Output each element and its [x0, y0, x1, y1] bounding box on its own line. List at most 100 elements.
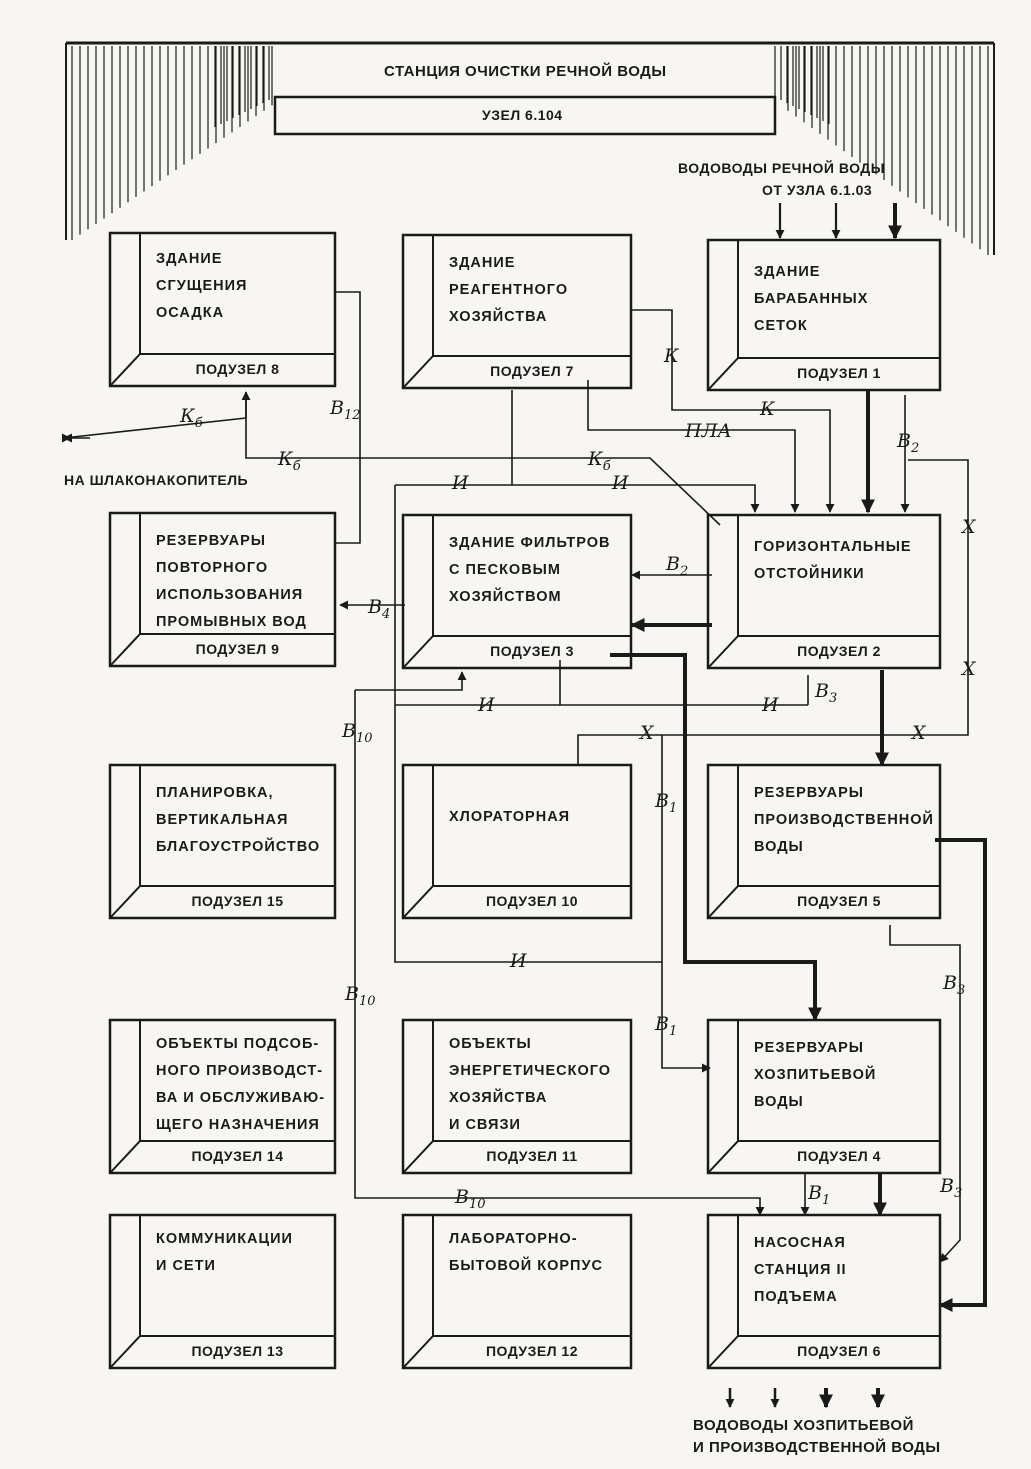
- box-b9-line: РЕЗЕРВУАРЫ: [156, 533, 266, 549]
- header-title: СТАНЦИЯ ОЧИСТКИ РЕЧНОЙ ВОДЫ: [384, 63, 667, 80]
- pipe-label-kb-1: Кб: [180, 405, 203, 431]
- pipe-label-i-1: И: [452, 472, 469, 494]
- pipe-label-i-4: И: [762, 694, 779, 716]
- box-front: [706, 238, 942, 392]
- box-b1: [706, 238, 942, 392]
- pipe-label-b10-2: В10: [345, 983, 376, 1009]
- box-b14-subnode: ПОДУЗЕЛ 14: [191, 1148, 284, 1164]
- header-node: УЗЕЛ 6.104: [482, 107, 563, 123]
- box-b5-subnode: ПОДУЗЕЛ 5: [797, 893, 881, 909]
- pipe-label-b2-mid: В2: [666, 553, 689, 579]
- pipe-label-x-1: Х: [962, 516, 976, 538]
- pipe-label-b1-1: В1: [655, 790, 678, 816]
- box-b15-subnode: ПОДУЗЕЛ 15: [191, 893, 284, 909]
- box-b15-line: БЛАГОУСТРОЙСТВО: [156, 839, 321, 855]
- box-b8-line: СГУЩЕНИЯ: [156, 278, 248, 294]
- box-b13-line: И СЕТИ: [156, 1258, 216, 1274]
- box-b10: [401, 763, 633, 920]
- pipes-thin: [61, 203, 969, 1408]
- box-b14: [108, 1018, 337, 1175]
- box-b14-line: НОГО ПРОИЗВОДСТ-: [156, 1063, 324, 1079]
- box-front: [401, 513, 633, 670]
- pipe-label-b1-2: В1: [655, 1013, 678, 1039]
- box-b6-line: НАСОСНАЯ: [754, 1235, 846, 1251]
- box-b11: [401, 1018, 633, 1175]
- pipe-label-i-3: И: [478, 694, 495, 716]
- box-b4-line: ВОДЫ: [754, 1094, 804, 1110]
- box-front: [108, 231, 337, 388]
- box-b7-subnode: ПОДУЗЕЛ 7: [490, 363, 574, 379]
- box-b8-line: ЗДАНИЕ: [156, 251, 223, 267]
- box-front: [401, 763, 633, 920]
- pipe-label-b10-1: В10: [342, 720, 373, 746]
- box-front: [108, 1213, 337, 1370]
- pipe-label-x-4: Х: [912, 722, 926, 744]
- box-b11-line: И СВЯЗИ: [449, 1117, 521, 1133]
- box-b5-line: ПРОИЗВОДСТВЕННОЙ: [754, 812, 934, 828]
- outflow-bottom-line1: ВОДОВОДЫ ХОЗПИТЬЕВОЙ: [693, 1417, 914, 1434]
- box-b4-line: РЕЗЕРВУАРЫ: [754, 1040, 864, 1056]
- pipe-label-kb-3: Кб: [588, 448, 611, 474]
- box-b7-line: ХОЗЯЙСТВА: [449, 309, 548, 325]
- boxes-layer: [108, 231, 942, 1370]
- box-b12-line: БЫТОВОЙ КОРПУС: [449, 1258, 603, 1274]
- header-frame: [65, 41, 995, 255]
- box-front: [401, 1018, 633, 1175]
- box-b14-line: ОБЪЕКТЫ ПОДСОБ-: [156, 1036, 320, 1052]
- box-b8: [108, 231, 337, 388]
- box-b3-line: С ПЕСКОВЫМ: [449, 562, 561, 578]
- box-front: [706, 1213, 942, 1370]
- pipe-label-b12: В12: [330, 397, 361, 423]
- box-b7-line: ЗДАНИЕ: [449, 255, 516, 271]
- box-b1-subnode: ПОДУЗЕЛ 1: [797, 365, 881, 381]
- box-b6-subnode: ПОДУЗЕЛ 6: [797, 1343, 881, 1359]
- pipe-label-i-5: И: [510, 950, 527, 972]
- box-b12-subnode: ПОДУЗЕЛ 12: [485, 1343, 578, 1359]
- box-b4: [706, 1018, 942, 1175]
- pipe-label-b3-mid: В3: [943, 972, 966, 998]
- box-b2-line: ГОРИЗОНТАЛЬНЫЕ: [754, 539, 912, 555]
- pipe-label-b4: В4: [368, 596, 391, 622]
- outflow-bottom-line2: И ПРОИЗВОДСТВЕННОЙ ВОДЫ: [693, 1439, 941, 1456]
- box-b6-line: СТАНЦИЯ II: [754, 1262, 847, 1278]
- pipe-label-kb-2: Кб: [278, 448, 301, 474]
- box-b1-line: СЕТОК: [754, 318, 808, 334]
- box-b6-line: ПОДЪЕМА: [754, 1289, 838, 1305]
- box-b9-line: ПОВТОРНОГО: [156, 560, 269, 576]
- box-b11-line: ОБЪЕКТЫ: [449, 1036, 532, 1052]
- box-front: [401, 1213, 633, 1370]
- box-b11-subnode: ПОДУЗЕЛ 11: [486, 1148, 578, 1164]
- pipe-label-pla: ПЛА: [685, 420, 732, 442]
- box-b9-line: ИСПОЛЬЗОВАНИЯ: [156, 587, 304, 603]
- box-b6: [706, 1213, 942, 1370]
- box-b7: [401, 233, 633, 390]
- box-b13: [108, 1213, 337, 1370]
- box-front: [108, 763, 337, 920]
- pipe-label-k-1: К: [664, 345, 679, 367]
- pipe-label-b3-top: В3: [815, 680, 838, 706]
- box-b9-subnode: ПОДУЗЕЛ 9: [195, 641, 280, 657]
- box-front: [108, 511, 337, 668]
- pipe-label-i-2: И: [612, 472, 629, 494]
- box-b8-line: ОСАДКА: [156, 305, 225, 321]
- box-b1-line: БАРАБАННЫХ: [754, 291, 869, 307]
- box-b4-line: ХОЗПИТЬЕВОЙ: [754, 1067, 877, 1083]
- pipe-label-x-3: Х: [640, 722, 654, 744]
- box-b9-line: ПРОМЫВНЫХ ВОД: [156, 614, 307, 630]
- pipe-label-k-2: К: [760, 398, 775, 420]
- box-front: [401, 233, 633, 390]
- pipes-bold: [610, 390, 987, 1409]
- pipe-label-b2-right: В2: [897, 430, 920, 456]
- outflow-left-label: НА ШЛАКОНАКОПИТЕЛЬ: [64, 472, 249, 488]
- box-front: [706, 1018, 942, 1175]
- inflow-label-line2: ОТ УЗЛА 6.1.03: [762, 182, 873, 198]
- box-b3-line: ХОЗЯЙСТВОМ: [449, 589, 562, 605]
- box-front: [706, 513, 942, 670]
- box-b14-line: ВА И ОБСЛУЖИВАЮ-: [156, 1090, 326, 1106]
- box-b13-subnode: ПОДУЗЕЛ 13: [191, 1343, 284, 1359]
- inflow-label-line1: ВОДОВОДЫ РЕЧНОЙ ВОДЫ: [678, 160, 885, 176]
- box-b15: [108, 763, 337, 920]
- box-b3-line: ЗДАНИЕ ФИЛЬТРОВ: [449, 535, 611, 551]
- box-b1-line: ЗДАНИЕ: [754, 264, 821, 280]
